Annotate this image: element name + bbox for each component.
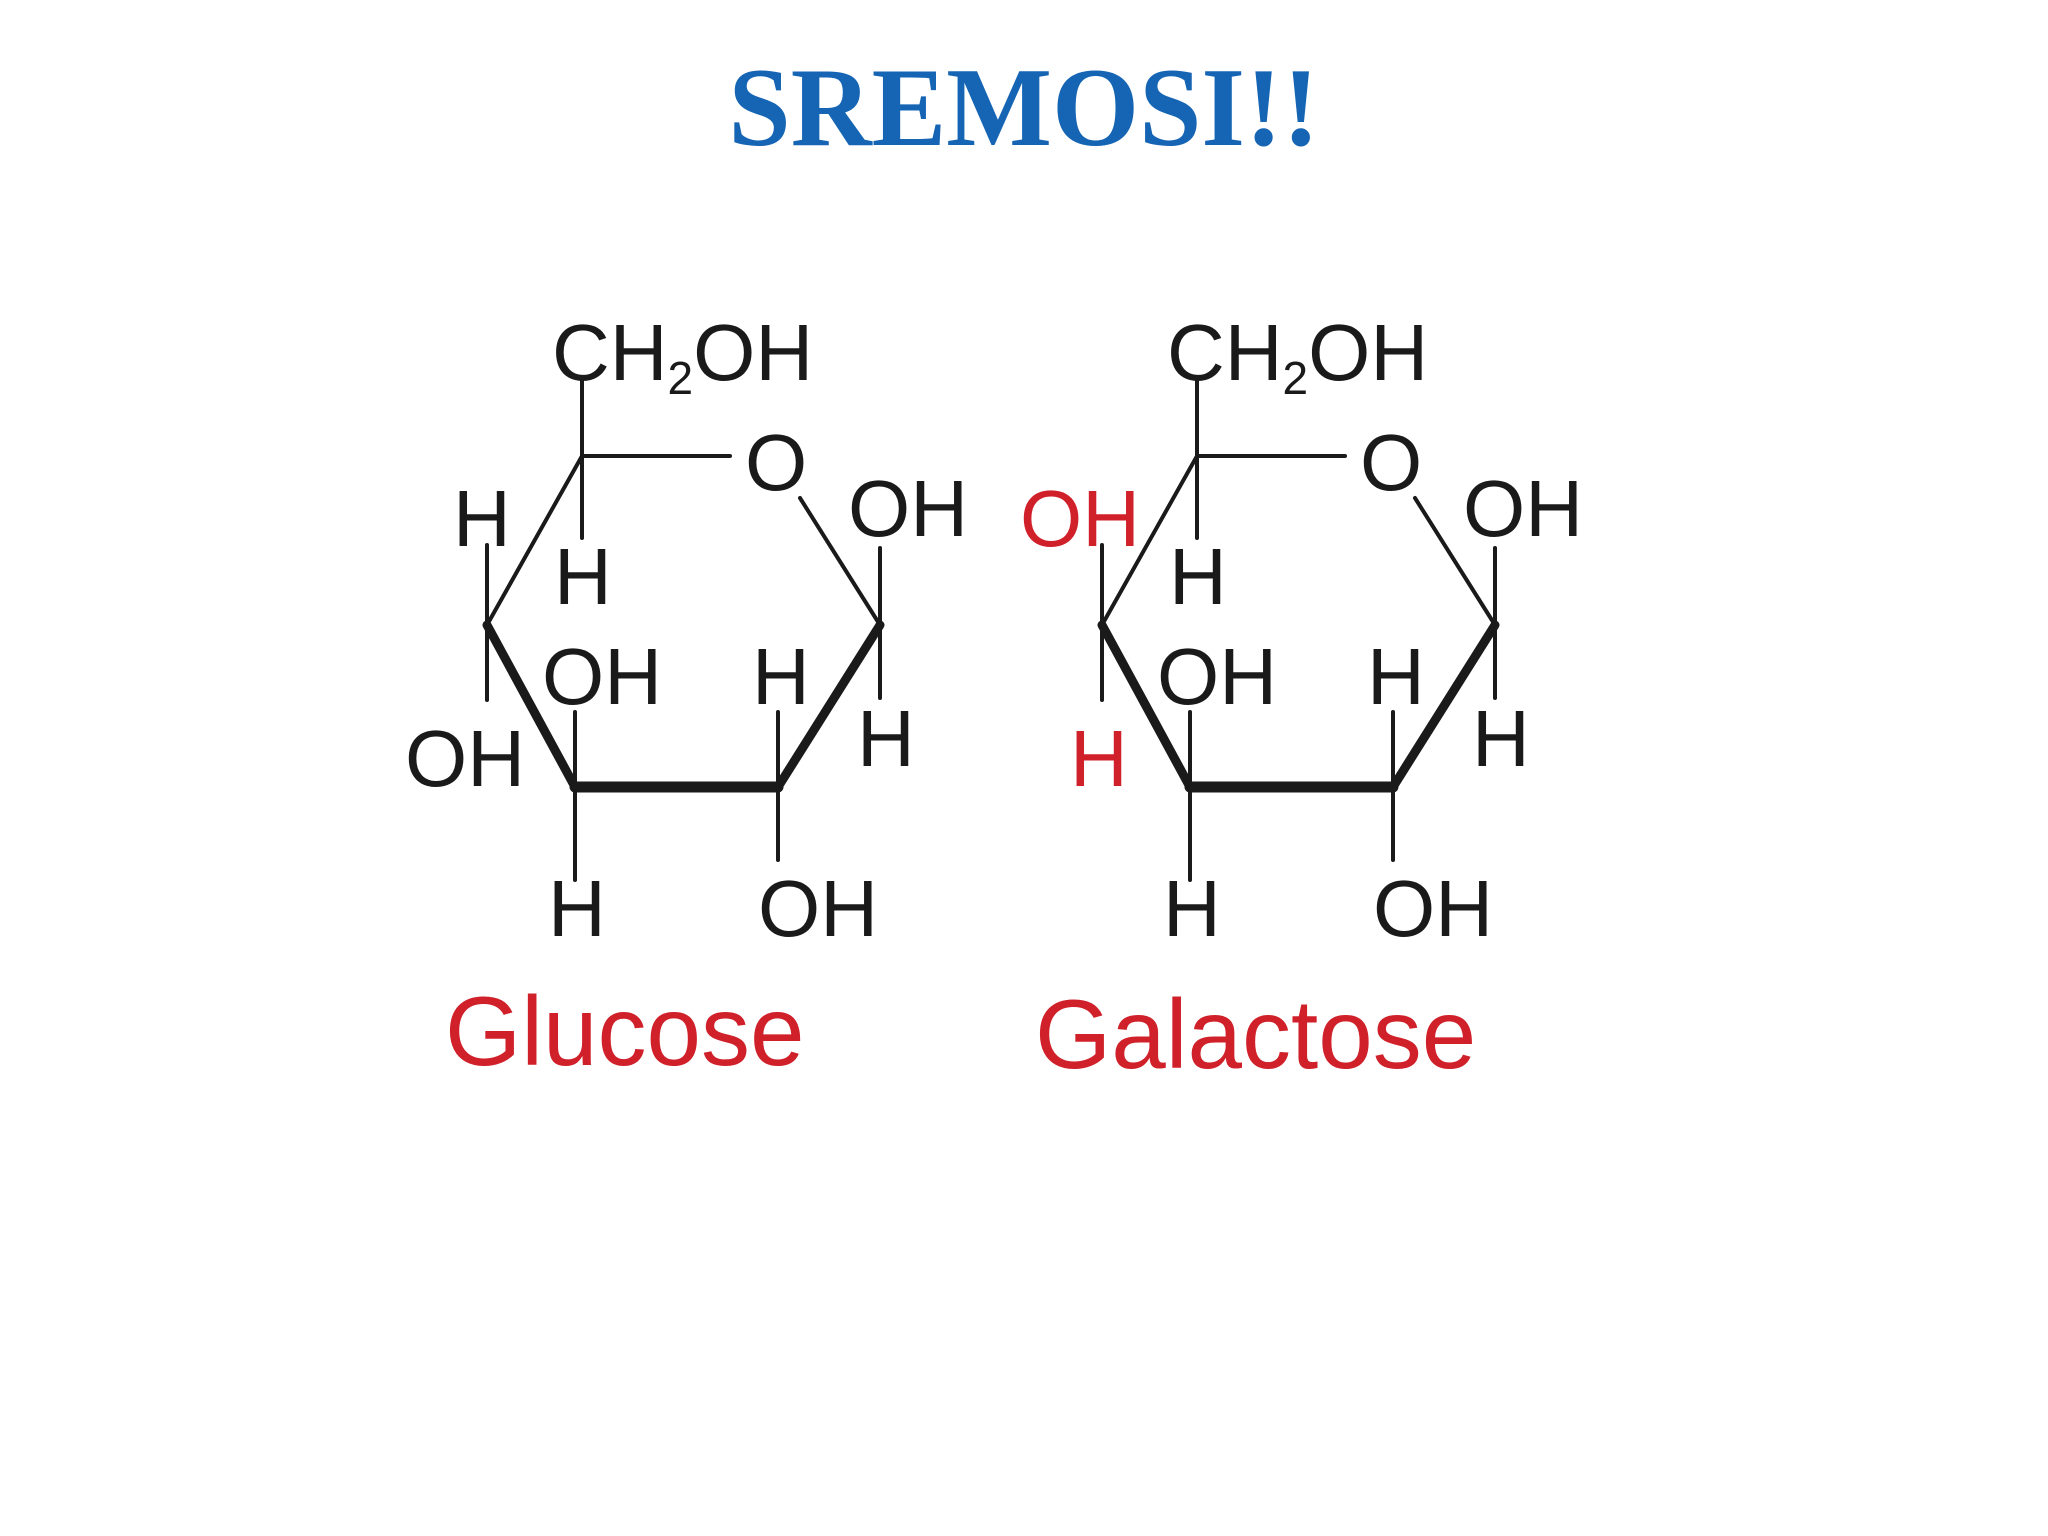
- glucose-name: Glucose: [445, 976, 805, 1086]
- glucose-c3-bottom-label: H: [548, 864, 606, 953]
- galactose-c1-top-label: OH: [1463, 464, 1583, 553]
- galactose-ch2oh-label: CH2OH: [1167, 308, 1428, 404]
- glucose-c4-bottom-label: OH: [405, 714, 525, 803]
- galactose-c3-bottom-label: H: [1163, 864, 1221, 953]
- galactose-c5-h-label: H: [1169, 532, 1227, 621]
- glucose-ch2oh-label: CH2OH: [552, 308, 813, 404]
- glucose-c3-top-label: OH: [542, 632, 662, 721]
- glucose-bonds: [482, 376, 885, 882]
- galactose-c4-oh-label-highlighted: OH: [1020, 474, 1140, 563]
- glucose-c2-bottom-label: OH: [758, 864, 878, 953]
- galactose-structure: CH2OH O OH H H OH OH H OH H H Galactose: [1020, 308, 1583, 1089]
- galactose-bonds: [1097, 376, 1500, 882]
- glucose-bond-c3-c4: [482, 620, 580, 792]
- glucose-ring-oxygen: O: [745, 418, 807, 507]
- galactose-bond-c3-c4: [1097, 620, 1195, 792]
- glucose-bond-c1-c2: [773, 620, 885, 792]
- galactose-bond-c4-c5: [1100, 454, 1199, 627]
- galactose-bond-o-c1: [1413, 496, 1497, 627]
- slide-title: SREMOSI!!: [728, 46, 1320, 170]
- glucose-c2-top-label: H: [752, 632, 810, 721]
- galactose-c4-h-label-highlighted: H: [1070, 714, 1128, 803]
- glucose-bond-c4-c5: [485, 454, 584, 627]
- galactose-ring-oxygen: O: [1360, 418, 1422, 507]
- galactose-name: Galactose: [1035, 979, 1476, 1089]
- glucose-c1-bottom-label: H: [857, 694, 915, 783]
- galactose-c3-top-label: OH: [1157, 632, 1277, 721]
- glucose-bond-o-c1: [798, 496, 882, 627]
- glucose-c5-h-label: H: [554, 532, 612, 621]
- glucose-structure: CH2OH O OH H H OH OH H H OH H Glucose: [405, 308, 968, 1086]
- glucose-c4-top-label: H: [453, 474, 511, 563]
- galactose-c2-top-label: H: [1367, 632, 1425, 721]
- galactose-bond-c1-c2: [1388, 620, 1500, 792]
- glucose-c1-top-label: OH: [848, 464, 968, 553]
- galactose-c2-bottom-label: OH: [1373, 864, 1493, 953]
- galactose-c1-bottom-label: H: [1472, 694, 1530, 783]
